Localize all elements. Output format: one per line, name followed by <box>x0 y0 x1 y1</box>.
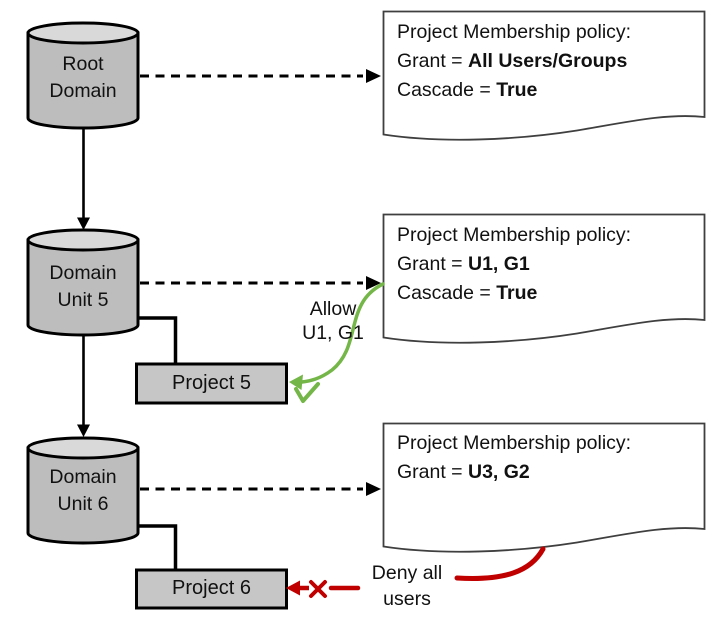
domain-unit6-label-line2: Unit 6 <box>57 493 109 515</box>
policy-title: Project Membership policy: <box>397 432 632 454</box>
domain-unit6-cylinder <box>26 436 140 545</box>
dashed-arrowhead-root-policy <box>366 69 381 83</box>
allow-annotation-line1: Allow <box>309 298 357 320</box>
policy-doc-unit5 <box>382 213 706 344</box>
dashed-arrowhead-unit5-policy <box>366 276 381 290</box>
domain-unit5-label-line1: Domain <box>49 262 117 284</box>
allow-arrowhead <box>289 374 303 390</box>
domain-unit5-cylinder <box>26 228 140 337</box>
policy-grant-label: Grant = <box>397 50 468 72</box>
connector-unit6-to-project6 <box>139 524 178 569</box>
allow-annotation-line2: U1, G1 <box>302 322 364 344</box>
root-domain-cylinder <box>26 21 140 130</box>
deny-arrow-curve <box>454 546 546 581</box>
domain-unit6-label-line1: Domain <box>49 466 117 488</box>
policy-cascade-label: Cascade = <box>397 282 497 304</box>
project6-box <box>135 568 288 610</box>
policy-doc-root <box>382 10 706 141</box>
root-domain-label-line2: Domain <box>49 80 117 102</box>
policy-text-unit6: Project Membership policy: Grant = U3, G… <box>397 429 631 487</box>
policy-grant-value: U3, G2 <box>468 461 530 483</box>
policy-grant-value: All Users/Groups <box>468 50 628 72</box>
policy-grant-line: Grant = U3, G2 <box>397 458 631 487</box>
policy-title: Project Membership policy: <box>397 21 632 43</box>
deny-arrowhead <box>286 580 300 596</box>
deny-annotation-line1: Deny all <box>371 562 443 584</box>
arrowhead-root-to-unit5 <box>77 217 90 230</box>
project5-label: Project 5 <box>172 372 251 394</box>
deny-annotation-line2: users <box>383 588 431 610</box>
policy-cascade-label: Cascade = <box>397 79 497 101</box>
policy-text-root: Project Membership policy: Grant = All U… <box>397 18 631 105</box>
policy-text-unit5: Project Membership policy: Grant = U1, G… <box>397 221 631 308</box>
deny-annotation: Deny all users <box>357 560 457 612</box>
policy-grant-line: Grant = U1, G1 <box>397 250 631 279</box>
checkmark-icon <box>294 382 320 403</box>
document-shape <box>382 422 706 553</box>
domain-unit5-label-line2: Unit 5 <box>57 289 109 311</box>
policy-grant-label: Grant = <box>397 461 468 483</box>
policy-doc-unit6 <box>382 422 706 553</box>
policy-cascade-value: True <box>496 79 538 101</box>
policy-cascade-value: True <box>496 282 538 304</box>
project6-label: Project 6 <box>172 577 251 599</box>
x-icon <box>309 580 327 598</box>
policy-title: Project Membership policy: <box>397 224 632 246</box>
project5-box <box>135 362 288 405</box>
domain-unit5-label: Domain Unit 5 <box>28 260 138 314</box>
document-shape <box>382 10 706 141</box>
document-shape <box>382 213 706 344</box>
allow-arrow-curve <box>300 282 385 384</box>
domain-unit6-label: Domain Unit 6 <box>28 464 138 518</box>
allow-annotation: Allow U1, G1 <box>283 297 383 345</box>
policy-grant-line: Grant = All Users/Groups <box>397 47 631 76</box>
root-domain-label: Root Domain <box>28 51 138 105</box>
dashed-arrowhead-unit6-policy <box>366 482 381 496</box>
arrowhead-unit5-to-unit6 <box>77 424 90 437</box>
policy-cascade-line: Cascade = True <box>397 76 631 105</box>
connector-unit5-to-project5 <box>139 316 178 363</box>
root-domain-label-line1: Root <box>62 53 104 75</box>
policy-grant-value: U1, G1 <box>468 253 530 275</box>
policy-cascade-line: Cascade = True <box>397 279 631 308</box>
policy-grant-label: Grant = <box>397 253 468 275</box>
